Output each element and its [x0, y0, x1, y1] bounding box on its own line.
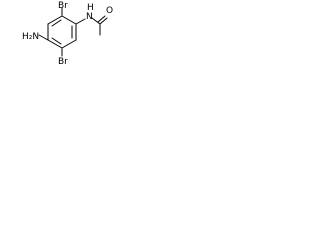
nh2-label: H₂N	[22, 32, 39, 42]
n-bond	[75, 18, 86, 25]
n-carbonyl-bond	[91, 17, 101, 25]
ring-bond-2	[61, 15, 77, 25]
o-label: O	[106, 6, 113, 16]
structure-svg: Br Br N H O H₂N	[22, 1, 113, 67]
br-top-label: Br	[58, 1, 68, 11]
ring-double-bond-3	[51, 37, 62, 45]
h-label: H	[87, 3, 94, 13]
chemical-structure-canvas: Br Br N H O H₂N	[0, 0, 117, 71]
benzene-ring	[47, 15, 77, 49]
carbonyl-double-bond	[97, 15, 106, 23]
ring-bond-4	[61, 39, 77, 49]
ring-bond-1	[47, 15, 63, 25]
ring-double-bond-1	[51, 19, 62, 27]
n-label: N	[86, 12, 93, 22]
carbonyl-bond	[99, 17, 108, 25]
br-bottom-label: Br	[58, 57, 68, 67]
nh2-bond	[38, 34, 49, 41]
ring-bond-5	[47, 39, 63, 49]
